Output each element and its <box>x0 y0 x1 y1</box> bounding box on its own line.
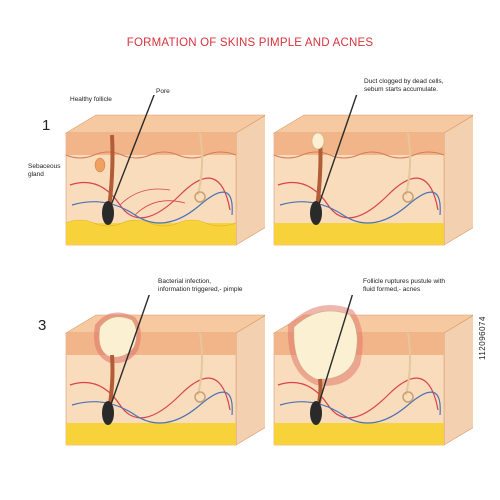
panel-4-illustration <box>272 295 473 446</box>
panel-2-illustration <box>272 95 473 246</box>
panel-1-illustration <box>64 95 265 246</box>
panel-3-skin-block <box>60 295 265 465</box>
panel-1-number: 1 <box>42 117 51 134</box>
pore-label: Pore <box>156 88 170 95</box>
panel-3-number: 3 <box>38 317 47 334</box>
healthy-follicle-label: Healthy follicle <box>70 96 112 103</box>
panel-1-skin-block <box>60 95 265 265</box>
stock-id: 112096074 <box>478 316 487 360</box>
page-title: FORMATION OF SKINS PIMPLE AND ACNES <box>126 37 374 49</box>
panel-4-caption: Follicle ruptures pustule with fluid for… <box>363 278 446 293</box>
panel-4-skin-block <box>268 295 473 465</box>
panel-2-caption: Duct clogged by dead cells, sebum starts… <box>364 78 444 93</box>
panel-3-illustration <box>64 295 265 446</box>
sebaceous-gland-label: Sebaceous gland <box>28 163 61 178</box>
panel-2-skin-block <box>268 95 473 265</box>
panel-3-caption: Bacterial infection, information trigger… <box>158 278 243 293</box>
